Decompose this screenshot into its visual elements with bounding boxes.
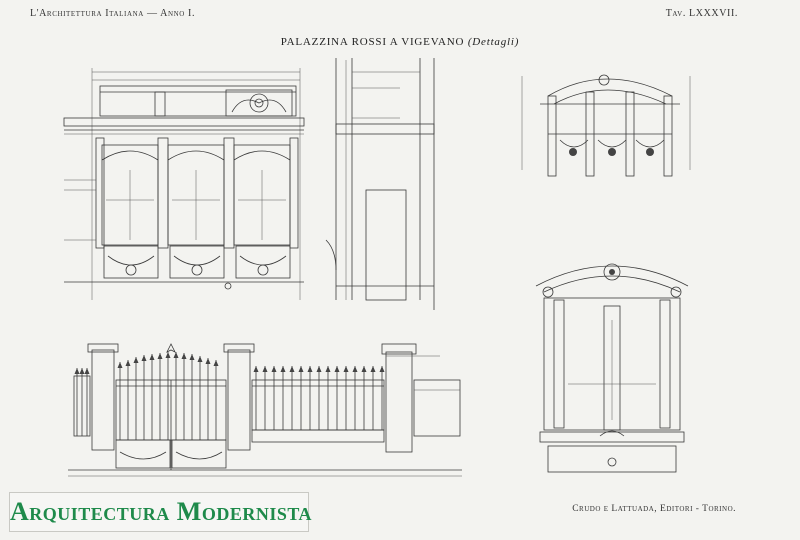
balcony-elevation — [63, 68, 305, 300]
title-main: PALAZZINA ROSSI A VIGEVANO — [280, 36, 465, 48]
plate-number: Tav. LXXXVII. — [665, 8, 738, 19]
gate-elevation — [68, 343, 462, 477]
publisher-credit: Crudo e Lattuada, Editori - Torino. — [572, 504, 736, 514]
fence-bars — [74, 352, 385, 440]
wall-section — [325, 58, 435, 310]
window-elevation — [535, 263, 689, 473]
title-sub: (Dettagli) — [467, 36, 520, 48]
watermark-text: Arquitectura Modernista — [10, 497, 313, 526]
watermark-banner: Arquitectura Modernista — [9, 492, 313, 532]
journal-header: L'Architettura Italiana — Anno I. — [30, 8, 196, 19]
plate-title: PALAZZINA ROSSI A VIGEVANO (Dettagli) — [0, 36, 800, 48]
window-head-detail — [521, 74, 691, 177]
